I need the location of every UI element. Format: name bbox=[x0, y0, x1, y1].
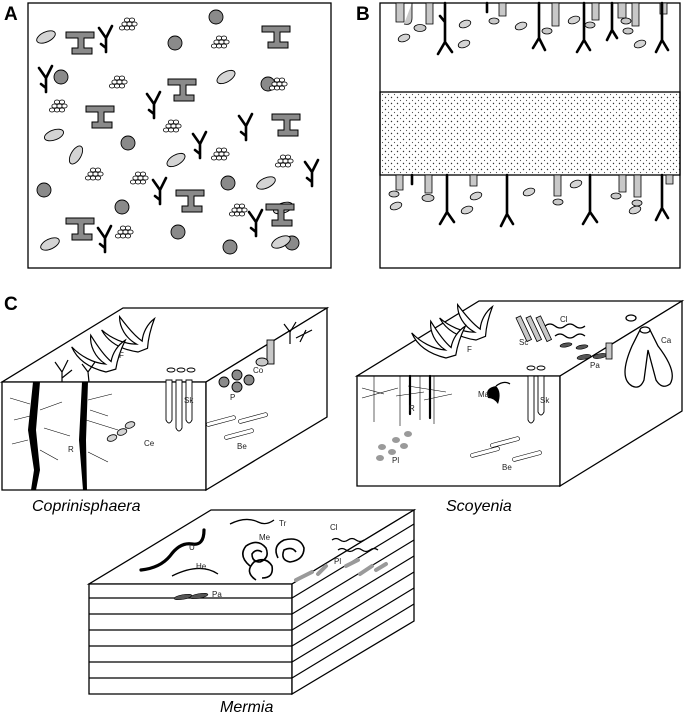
trace-label-r: R bbox=[68, 445, 74, 454]
trace-label-f: F bbox=[119, 351, 124, 360]
panel-a-traces bbox=[36, 9, 320, 255]
mermia-labels: Tr Cl U Me He Pl Pa bbox=[189, 519, 341, 599]
coprinisphaera-block bbox=[0, 306, 330, 492]
trace-label-tr: Tr bbox=[279, 519, 287, 528]
trace-label-u: U bbox=[189, 543, 195, 552]
panel-label-a: A bbox=[4, 4, 18, 25]
trace-label-co: Co bbox=[253, 366, 264, 375]
trace-label-f: F bbox=[467, 345, 472, 354]
panel-b-traces-upper bbox=[395, 1, 670, 56]
trace-label-be: Be bbox=[237, 442, 247, 451]
mermia-block bbox=[86, 508, 417, 696]
trace-label-p: P bbox=[230, 393, 235, 402]
trace-label-pa: Pa bbox=[590, 361, 600, 370]
ichnofacies-mermia: Mermia bbox=[220, 699, 273, 716]
sandstone-bed bbox=[379, 91, 681, 176]
trace-label-cl: Cl bbox=[330, 523, 338, 532]
ichnofacies-scoyenia: Scoyenia bbox=[446, 498, 512, 515]
trace-label-sk: Sk bbox=[184, 396, 194, 405]
coprinisphaera-labels: F Co P Sk R Ce Be bbox=[68, 351, 264, 454]
scoyenia-labels: F Sc Cl Ca Pa R Ma Sk Pl Be bbox=[392, 315, 672, 472]
trace-label-he: He bbox=[196, 562, 207, 571]
trace-label-pl: Pl bbox=[392, 456, 399, 465]
trace-label-be: Be bbox=[502, 463, 512, 472]
panel-b-traces-lower bbox=[388, 173, 674, 228]
trace-label-ma: Ma bbox=[478, 390, 490, 399]
scoyenia-block bbox=[354, 298, 685, 488]
trace-label-cl: Cl bbox=[560, 315, 568, 324]
panel-label-b: B bbox=[356, 4, 370, 25]
trace-label-pa: Pa bbox=[212, 590, 222, 599]
trace-label-pl: Pl bbox=[334, 557, 341, 566]
trace-label-me: Me bbox=[259, 533, 271, 542]
trace-label-ce: Ce bbox=[144, 439, 155, 448]
trace-label-sc: Sc bbox=[519, 338, 528, 347]
trace-label-ca: Ca bbox=[661, 336, 672, 345]
panel-label-c: C bbox=[4, 294, 18, 315]
trace-label-sk: Sk bbox=[540, 396, 550, 405]
ichnofacies-coprinisphaera: Coprinisphaera bbox=[32, 498, 141, 515]
trace-label-r: R bbox=[409, 404, 415, 413]
